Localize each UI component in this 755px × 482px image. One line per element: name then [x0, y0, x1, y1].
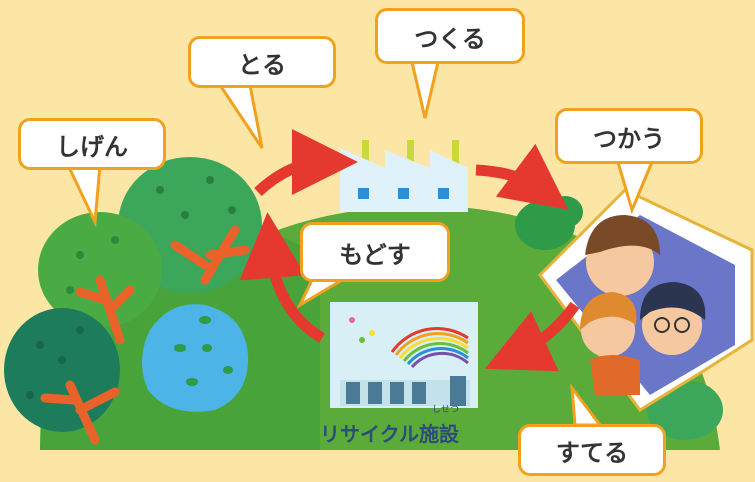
- arrow-use-to-throw: [485, 301, 580, 372]
- recycling-facility: [330, 302, 478, 408]
- tail-nature: [65, 163, 102, 228]
- tree-middle: [38, 212, 162, 345]
- bubble-nature: しげん: [18, 118, 166, 170]
- bubble-take: とる: [188, 36, 336, 88]
- lake-dots: [174, 316, 233, 386]
- arrow-return-to-nature: [239, 212, 325, 343]
- bubble-make: つくる: [375, 8, 525, 64]
- facility-ruby: しせつ: [432, 405, 460, 415]
- tail-make: [410, 60, 440, 119]
- facility-label: リサイクル施設: [320, 422, 459, 446]
- bubble-use: つかう: [555, 108, 703, 164]
- arrow-take-to-make: [254, 129, 358, 197]
- bubble-return: もどす: [300, 222, 450, 282]
- bush-top: [515, 196, 583, 250]
- factory: [340, 140, 468, 212]
- bubble-throw: すてる: [518, 424, 666, 476]
- tree-left: [4, 308, 120, 445]
- arrow-make-to-use: [475, 143, 569, 210]
- tail-take: [217, 83, 264, 149]
- lake: [141, 304, 249, 412]
- family: [580, 215, 706, 395]
